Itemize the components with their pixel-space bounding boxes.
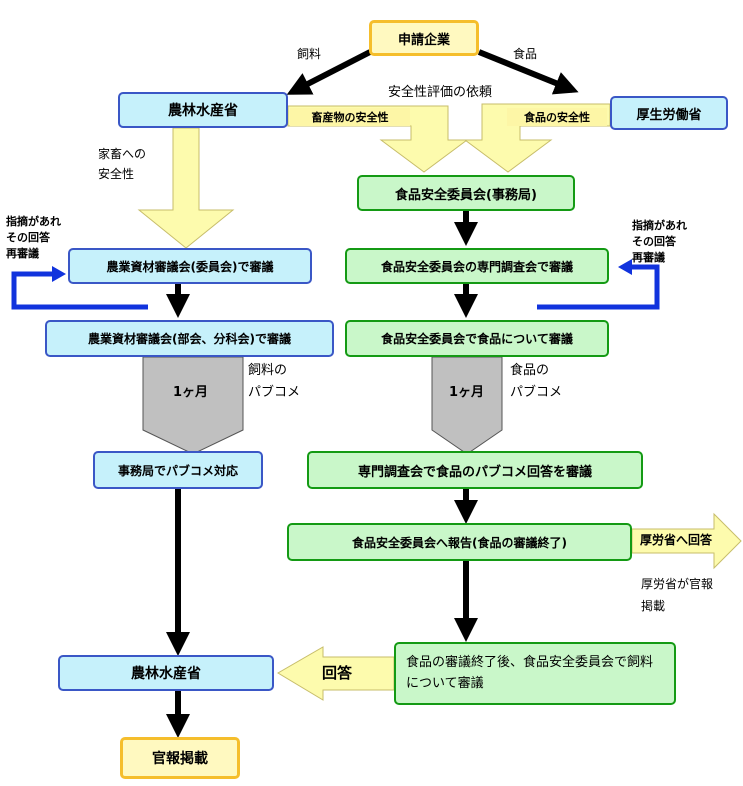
mhlw-gazette-line2: 掲載 [641, 599, 666, 613]
maff-top-node: 農林水産省 [118, 92, 288, 128]
gazette-node: 官報掲載 [120, 737, 240, 779]
indication-right-line2: その回答 [632, 235, 676, 248]
indication-left-line2: その回答 [6, 231, 50, 244]
report-to-fsc-node: 食品安全委員会へ報告(食品の審議終了) [287, 523, 632, 561]
indication-right-line1: 指摘があれ [632, 219, 687, 232]
arrow-feed [286, 49, 372, 95]
arrow-food [477, 49, 579, 95]
loop-left [11, 271, 148, 310]
agri-council-section-node: 農業資材審議会(部会、分科会)で審議 [45, 320, 334, 357]
applicant-node: 申請企業 [369, 20, 479, 56]
food-safety-tag: 食品の安全性 [507, 108, 607, 126]
mhlw-gazette-line1: 厚労省が官報 [641, 577, 714, 591]
one-month-right-label: 1ヶ月 [449, 385, 485, 400]
food-pubcomment-line1: 食品の [510, 363, 550, 378]
feed-pubcomment-line2: パブコメ [248, 385, 301, 400]
indication-left-line3: 再審議 [6, 247, 39, 260]
loop-right-head [618, 259, 632, 275]
food-label: 食品 [513, 47, 538, 61]
fsc-secretariat-node: 食品安全委員会(事務局) [357, 175, 575, 211]
arrow-reply-mhlw [631, 512, 742, 570]
livestock-safety-label-line1: 家畜への [98, 147, 147, 161]
livestock-safety-label-line2: 安全性 [98, 167, 135, 181]
one-month-left-label: 1ヶ月 [173, 385, 209, 400]
livestock-product-safety-tag: 畜産物の安全性 [290, 108, 410, 126]
fsc-expert-node: 食品安全委員会の専門調査会で審議 [345, 248, 609, 284]
reply-mhlw-label: 厚労省へ回答 [640, 533, 713, 547]
arrow-one-month-left [142, 356, 244, 455]
arrow-one-month-right [431, 356, 503, 455]
secretariat-pubcomment-node: 事務局でパブコメ対応 [93, 451, 263, 489]
indication-left-line1: 指摘があれ [6, 215, 61, 228]
agri-council-committee-node: 農業資材審議会(委員会)で審議 [68, 248, 312, 284]
answer-label: 回答 [322, 664, 353, 682]
mhlw-node: 厚生労働省 [610, 96, 728, 130]
loop-left-head [52, 266, 66, 282]
feed-pubcomment-line1: 飼料の [248, 363, 288, 378]
arrow-answer [277, 646, 395, 701]
feed-label: 飼料 [297, 47, 322, 61]
loop-right [537, 264, 660, 310]
food-pubcomment-line2: パブコメ [510, 385, 563, 400]
maff-bottom-node: 農林水産省 [58, 655, 274, 691]
after-food-node: 食品の審議終了後、食品安全委員会で飼料について審議 [394, 642, 676, 705]
arrow-livestock-safety [137, 127, 235, 249]
indication-right-line3: 再審議 [632, 251, 665, 264]
fsc-food-node: 食品安全委員会で食品について審議 [345, 320, 609, 357]
safety-request-label: 安全性評価の依頼 [388, 85, 493, 100]
expert-pubcomment-node: 専門調査会で食品のパブコメ回答を審議 [307, 451, 643, 489]
